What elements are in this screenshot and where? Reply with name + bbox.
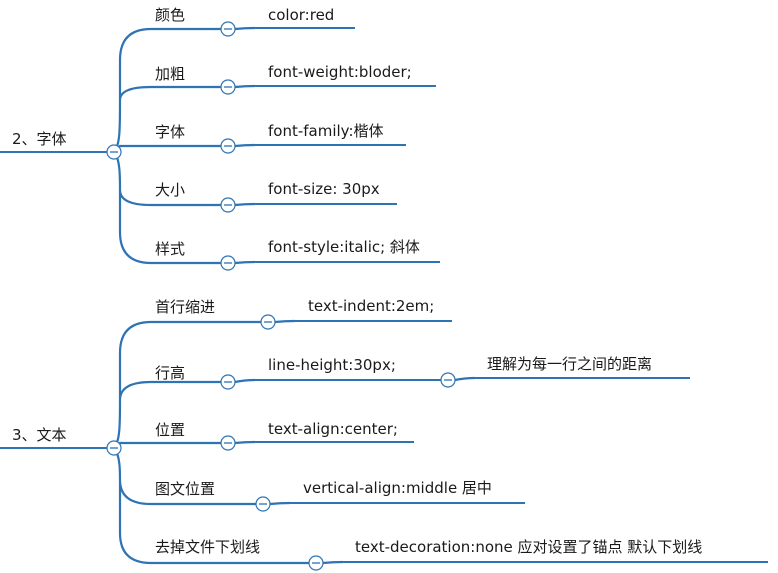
node-bold-value[interactable]: font-weight:bloder;: [268, 63, 412, 81]
branch-text-connector: [113, 320, 316, 565]
node-style-label[interactable]: 样式: [155, 240, 186, 258]
node-bold: [220, 79, 436, 95]
node-family: [220, 138, 406, 154]
branch-font-collapse-toggle[interactable]: [106, 144, 122, 160]
node-size-collapse-toggle[interactable]: [220, 197, 236, 213]
node-bold-collapse-toggle[interactable]: [220, 79, 236, 95]
node-line-height-collapse-toggle[interactable]: [220, 374, 236, 390]
node-vertical-align-label[interactable]: 图文位置: [155, 480, 216, 498]
node-line-height-label[interactable]: 行高: [155, 364, 186, 382]
node-size-connector: [234, 202, 256, 207]
branch-font-label[interactable]: 2、字体: [12, 130, 67, 148]
node-style-connector: [234, 260, 256, 265]
node-line-height-value-collapse-toggle[interactable]: [440, 372, 456, 388]
node-align-collapse-toggle[interactable]: [220, 435, 236, 451]
node-style: [220, 255, 440, 271]
node-align-connector: [234, 440, 256, 445]
node-indent-connector: [274, 319, 296, 324]
branch-font-connector: [113, 27, 228, 265]
branch-text: [0, 314, 768, 571]
node-color-label[interactable]: 颜色: [155, 6, 186, 24]
node-size: [220, 197, 397, 213]
node-text-decoration-label[interactable]: 去掉文件下划线: [155, 538, 261, 556]
branch-text-label[interactable]: 3、文本: [12, 426, 67, 444]
node-text-decoration-value[interactable]: text-decoration:none 应对设置了锚点 默认下划线: [355, 538, 703, 556]
node-text-decoration-collapse-toggle[interactable]: [308, 555, 324, 571]
node-color: [220, 21, 355, 37]
node-indent-label[interactable]: 首行缩进: [155, 298, 216, 316]
node-bold-connector: [234, 84, 256, 89]
node-color-connector: [234, 26, 256, 31]
branch-text-collapse-toggle[interactable]: [106, 440, 122, 456]
node-indent: [260, 314, 452, 330]
node-vertical-align-value[interactable]: vertical-align:middle 居中: [303, 479, 492, 497]
node-style-value[interactable]: font-style:italic; 斜体: [268, 238, 420, 256]
node-line-height-note[interactable]: 理解为每一行之间的距离: [487, 355, 653, 373]
branch-font: [0, 21, 440, 271]
node-bold-label[interactable]: 加粗: [155, 65, 186, 83]
node-family-connector: [234, 143, 256, 148]
node-family-label[interactable]: 字体: [155, 123, 186, 141]
node-text-decoration-connector: [322, 560, 344, 565]
node-line-height: [220, 372, 690, 390]
node-vertical-align-connector: [269, 501, 291, 506]
node-indent-value[interactable]: text-indent:2em;: [308, 297, 435, 315]
node-size-value[interactable]: font-size: 30px: [268, 180, 380, 198]
node-vertical-align-collapse-toggle[interactable]: [255, 496, 271, 512]
node-line-height-connector: [234, 378, 256, 384]
node-vertical-align: [255, 496, 525, 512]
node-color-value[interactable]: color:red: [268, 6, 335, 24]
node-line-height-note-connector: [454, 376, 476, 382]
node-indent-collapse-toggle[interactable]: [260, 314, 276, 330]
node-line-height-value[interactable]: line-height:30px;: [268, 356, 396, 374]
node-family-collapse-toggle[interactable]: [220, 138, 236, 154]
node-align-value[interactable]: text-align:center;: [268, 420, 398, 438]
node-size-label[interactable]: 大小: [155, 181, 186, 199]
node-color-collapse-toggle[interactable]: [220, 21, 236, 37]
node-align: [220, 435, 414, 451]
node-align-label[interactable]: 位置: [155, 421, 186, 439]
node-text-decoration: [308, 555, 768, 571]
node-family-value[interactable]: font-family:楷体: [268, 122, 384, 140]
node-style-collapse-toggle[interactable]: [220, 255, 236, 271]
